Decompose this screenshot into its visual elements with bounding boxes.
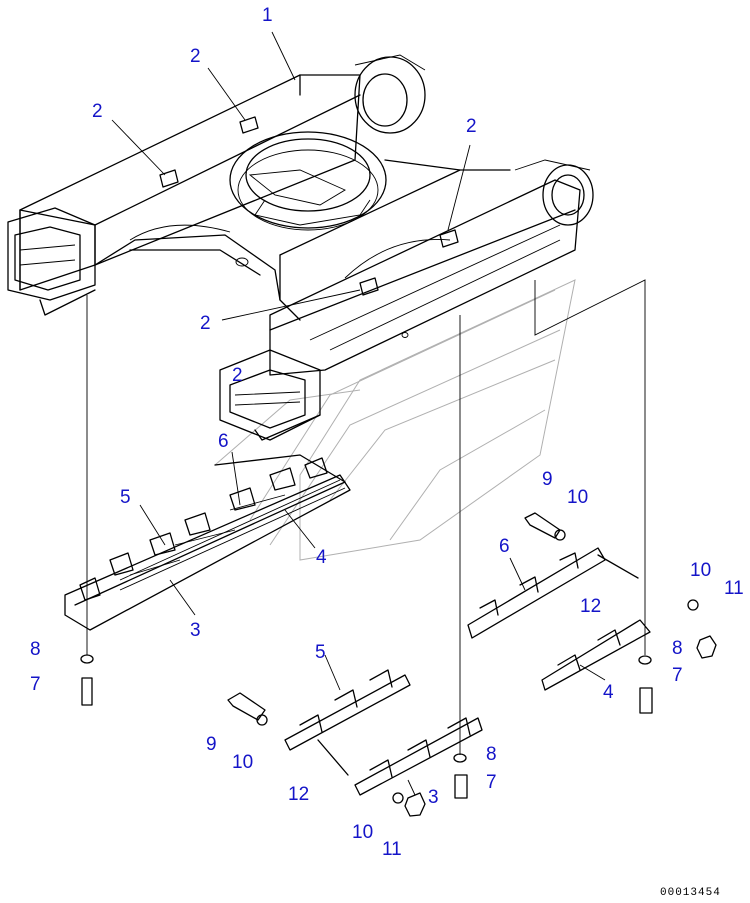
callout-4: 4: [603, 682, 614, 703]
callout-10: 10: [690, 560, 711, 581]
callout-10: 10: [567, 487, 588, 508]
callout-12: 12: [288, 784, 309, 805]
callout-2: 2: [190, 46, 201, 67]
track-frame: [7, 54, 594, 441]
callout-6: 6: [218, 431, 229, 452]
callout-10: 10: [352, 822, 373, 843]
callout-5: 5: [315, 642, 326, 663]
callout-11: 11: [724, 578, 744, 599]
drawing-number: 00013454: [660, 887, 721, 899]
callout-10: 10: [232, 752, 253, 773]
fasteners: [80, 512, 717, 817]
callout-8: 8: [672, 638, 683, 659]
callout-7: 7: [486, 772, 497, 793]
callout-12: 12: [580, 596, 601, 617]
callout-labels: 1 2 2 2 2 2 6 5 4 3 8 7 9 10 6 12 10 11 …: [30, 5, 744, 860]
callout-6: 6: [499, 536, 510, 557]
callout-2: 2: [200, 313, 211, 334]
callout-2: 2: [466, 116, 477, 137]
callout-3: 3: [190, 620, 201, 641]
callout-7: 7: [672, 665, 683, 686]
callout-5: 5: [120, 487, 131, 508]
assembly-guide-lines: [214, 279, 576, 561]
callout-8: 8: [486, 744, 497, 765]
callout-7: 7: [30, 674, 41, 695]
callout-2: 2: [232, 365, 243, 386]
callout-2: 2: [92, 101, 103, 122]
callout-8: 8: [30, 639, 41, 660]
track-guard-assembly: [64, 454, 351, 631]
callout-9: 9: [206, 734, 217, 755]
callout-11: 11: [382, 839, 402, 860]
callout-3: 3: [428, 787, 439, 808]
callout-4: 4: [316, 547, 327, 568]
leader-lines: [86, 31, 646, 796]
callout-1: 1: [262, 5, 273, 26]
exploded-guard-parts: [284, 547, 651, 796]
callout-9: 9: [542, 469, 553, 490]
